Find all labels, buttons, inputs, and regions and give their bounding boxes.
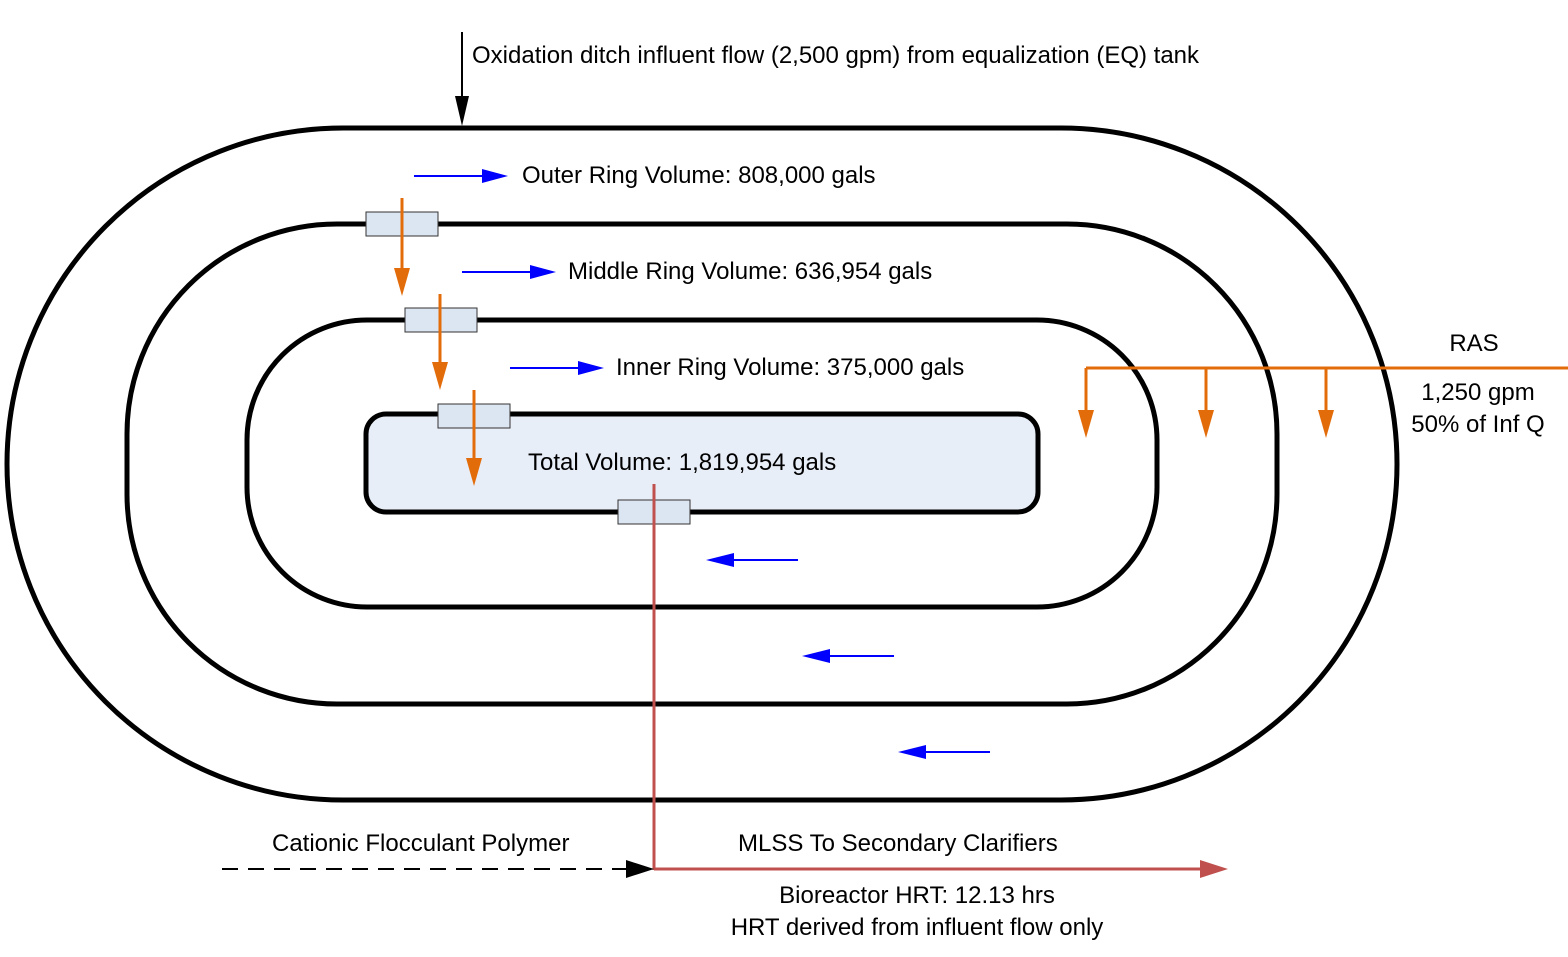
outer-ring-wall: [4, 125, 1400, 803]
outer-ring-label: Outer Ring Volume: 808,000 gals: [522, 162, 876, 189]
center-island: [363, 411, 1041, 515]
inner-ring-label: Inner Ring Volume: 375,000 gals: [616, 354, 964, 381]
ring-transfer-arrows: [394, 198, 482, 486]
ras-label: RAS: [1449, 330, 1498, 357]
ras-percent-label: 50% of Inf Q: [1411, 411, 1544, 438]
mlss-label: MLSS To Secondary Clarifiers: [738, 830, 1058, 857]
ras-flow-label: 1,250 gpm: [1421, 379, 1534, 406]
hrt-note-label: HRT derived from influent flow only: [731, 914, 1104, 941]
total-volume-label: Total Volume: 1,819,954 gals: [528, 449, 836, 476]
influent-arrowhead: [455, 96, 469, 126]
middle-ring-wall: [124, 221, 1280, 707]
influent-label: Oxidation ditch influent flow (2,500 gpm…: [472, 42, 1200, 69]
polymer-arrowhead: [626, 860, 654, 878]
middle-ring-label: Middle Ring Volume: 636,954 gals: [568, 258, 932, 285]
flow-direction-arrows: [414, 169, 990, 759]
ras-return-line: [1078, 366, 1568, 438]
inner-ring-wall: [244, 317, 1160, 610]
hrt-label: Bioreactor HRT: 12.13 hrs: [779, 882, 1055, 909]
mlss-effluent-line: [652, 484, 1228, 878]
polymer-label: Cationic Flocculant Polymer: [272, 830, 569, 857]
